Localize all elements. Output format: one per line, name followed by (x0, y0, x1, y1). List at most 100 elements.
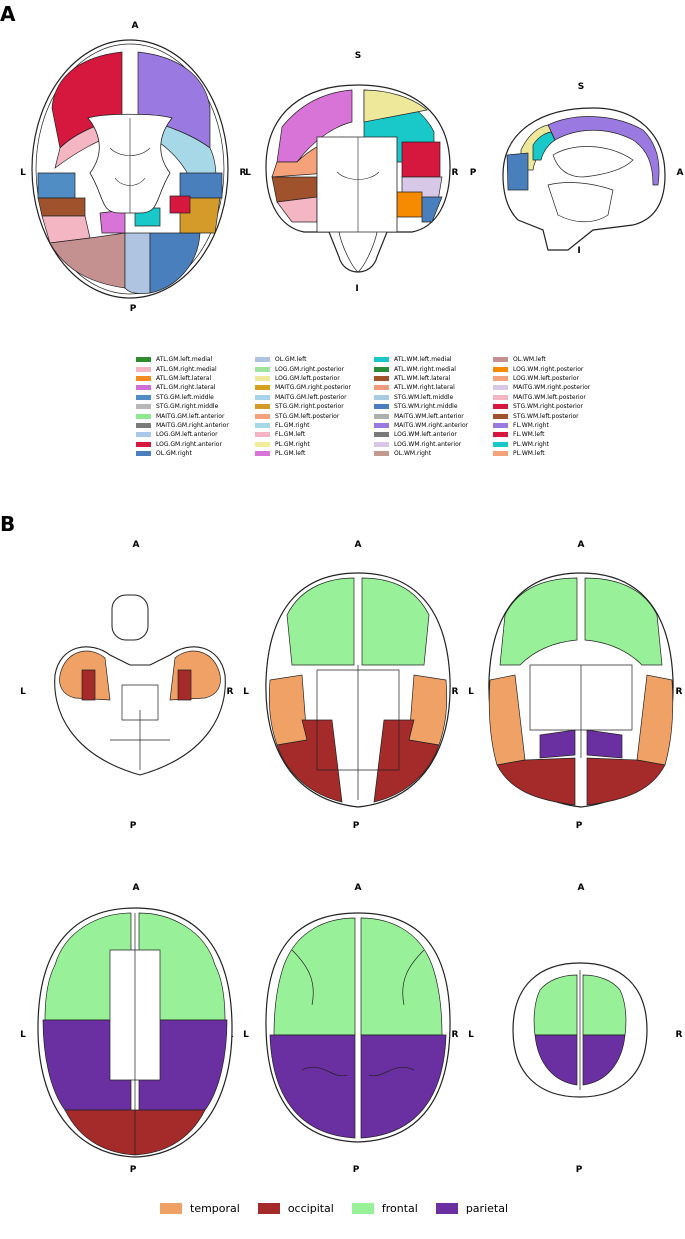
legend-item: MAITG.GM.left.anterior (136, 411, 245, 420)
legend-swatch (255, 413, 270, 419)
legend-item: MAITG.WM.right.posterior (493, 383, 602, 392)
legend-swatch (255, 451, 270, 457)
legend-swatch (136, 413, 151, 419)
a1-right-label: R (239, 168, 247, 178)
legend-label: ATL.GM.left.medial (156, 356, 213, 364)
panel-a-legend: ATL.GM.left.medial OL.GM.left ATL.WM.lef… (136, 355, 676, 458)
b6-top-label: A (577, 883, 585, 893)
b1-top-label: A (132, 540, 140, 550)
b1-bottom-label: P (129, 821, 137, 831)
legend-item: FL.GM.left (255, 430, 364, 439)
legend-swatch (493, 357, 508, 363)
legend-item: STG.WM.left.middle (374, 393, 483, 402)
legend-label: MAITG.GM.right.anterior (156, 421, 229, 429)
a3-left-label: P (469, 168, 477, 178)
legend-label: PL.GM.right (275, 440, 310, 448)
panel-b-legend: temporal occipital frontal parietal (160, 1202, 680, 1215)
legend-item: MAITG.WM.left.anterior (374, 411, 483, 420)
legend-item: LOG.GM.right.anterior (136, 440, 245, 449)
legend-swatch (136, 366, 151, 372)
b1-right-label: R (226, 687, 234, 697)
legend-item: LOG.WM.right.anterior (374, 440, 483, 449)
legend-label: MAITG.GM.left.posterior (275, 393, 347, 401)
legend-swatch (255, 394, 270, 400)
a3-bottom-label: I (577, 246, 581, 256)
legend-swatch (136, 385, 151, 391)
b6-left-label: L (468, 1030, 474, 1040)
legend-swatch (351, 1203, 374, 1214)
legend-label: FL.GM.left (275, 431, 306, 439)
legend-label: frontal (381, 1202, 418, 1215)
legend-swatch (255, 404, 270, 410)
legend-label: STG.GM.left.posterior (275, 412, 340, 420)
legend-label: FL.WM.right (513, 421, 549, 429)
legend-swatch (374, 441, 389, 447)
legend-swatch (374, 366, 389, 372)
legend-label: MAITG.WM.left.posterior (513, 393, 586, 401)
legend-swatch (255, 432, 270, 438)
panel-a-letter: A (0, 2, 16, 26)
legend-item: STG.WM.right.posterior (493, 402, 602, 411)
b2-right-label: R (451, 687, 459, 697)
legend-label: LOG.WM.right.anterior (394, 440, 462, 448)
legend-item: STG.WM.right.middle (374, 402, 483, 411)
legend-label: FL.GM.right (275, 421, 310, 429)
legend-item-frontal: frontal (351, 1202, 418, 1215)
legend-label: LOG.GM.left.anterior (156, 431, 218, 439)
legend-item: LOG.WM.left.anterior (374, 430, 483, 439)
legend-item-temporal: temporal (160, 1202, 240, 1215)
legend-label: ATL.GM.right.medial (156, 365, 217, 373)
legend-item: STG.WM.left.posterior (493, 411, 602, 420)
legend-swatch (493, 375, 508, 381)
legend-swatch (255, 366, 270, 372)
legend-label: MAITG.WM.right.posterior (513, 384, 591, 392)
legend-label: LOG.GM.left.posterior (275, 374, 340, 382)
legend-label: STG.GM.right.posterior (275, 403, 344, 411)
b6-bottom-label: P (575, 1165, 583, 1175)
legend-swatch (374, 385, 389, 391)
legend-label: STG.WM.left.posterior (513, 412, 579, 420)
legend-label: LOG.GM.right.anterior (156, 440, 222, 448)
b4-bottom-label: P (129, 1165, 137, 1175)
legend-item: OL.WM.right (374, 449, 483, 458)
b3-bottom-label: P (575, 821, 583, 831)
legend-item: STG.GM.left.posterior (255, 411, 364, 420)
legend-swatch (493, 413, 508, 419)
legend-label: OL.WM.left (513, 356, 546, 364)
panel-a-coronal-slice (265, 84, 451, 273)
legend-swatch (136, 451, 151, 457)
legend-swatch (257, 1203, 280, 1214)
legend-item: LOG.WM.right.posterior (493, 364, 602, 373)
legend-label: OL.GM.right (156, 450, 192, 458)
legend-swatch (493, 404, 508, 410)
legend-item: FL.WM.right (493, 421, 602, 430)
legend-item: PL.WM.right (493, 440, 602, 449)
b3-right-label: R (675, 687, 683, 697)
legend-item: MAITG.GM.right.posterior (255, 383, 364, 392)
legend-label: LOG.WM.left.anterior (394, 431, 457, 439)
legend-label: ATL.WM.left.medial (394, 356, 452, 364)
b4-left-label: L (20, 1030, 26, 1040)
legend-swatch (374, 451, 389, 457)
legend-item: ATL.WM.right.medial (374, 364, 483, 373)
legend-swatch (255, 357, 270, 363)
a3-right-label: A (676, 168, 684, 178)
legend-label: PL.GM.left (275, 450, 306, 458)
legend-item: LOG.WM.left.posterior (493, 374, 602, 383)
legend-label: MAITG.GM.right.posterior (275, 384, 351, 392)
b2-bottom-label: P (352, 821, 360, 831)
panel-b-letter: B (0, 512, 16, 536)
legend-swatch (136, 432, 151, 438)
legend-item: STG.GM.right.middle (136, 402, 245, 411)
b5-top-label: A (354, 883, 362, 893)
legend-label: MAITG.WM.right.anterior (394, 421, 469, 429)
b2-top-label: A (354, 540, 362, 550)
a2-top-label: S (354, 51, 362, 61)
legend-label: MAITG.GM.left.anterior (156, 412, 225, 420)
panel-b-slice-4 (37, 907, 233, 1158)
legend-swatch (374, 404, 389, 410)
legend-item: FL.WM.left (493, 430, 602, 439)
legend-swatch (435, 1203, 458, 1214)
legend-item-occipital: occipital (257, 1202, 334, 1215)
legend-item: ATL.GM.right.lateral (136, 383, 245, 392)
